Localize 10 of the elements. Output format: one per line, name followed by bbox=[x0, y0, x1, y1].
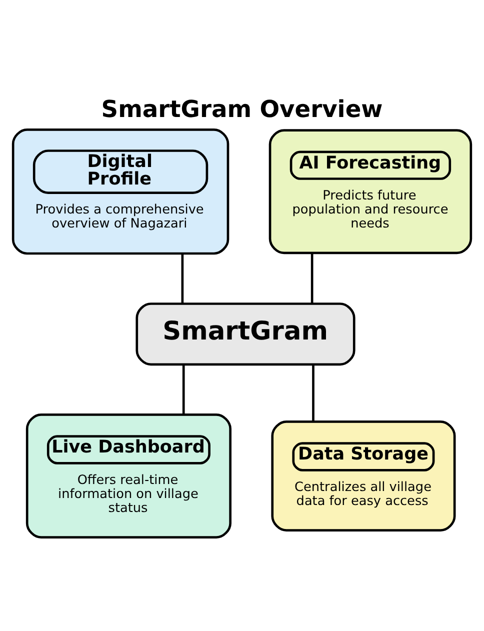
node-box: AI Forecasting Predicts future population and resource needs bbox=[268, 128, 472, 254]
node-box: SmartGram bbox=[136, 302, 356, 366]
connector bbox=[312, 364, 314, 422]
node-box: Data Storage Centralizes all village data for easy access bbox=[271, 420, 456, 531]
connector bbox=[310, 252, 314, 304]
connector bbox=[181, 253, 184, 303]
diagram-title: SmartGram Overview bbox=[101, 94, 383, 122]
node-box: Digital Profile Provides a comprehensive overview of Nagazari bbox=[12, 128, 230, 254]
connector bbox=[182, 364, 185, 414]
node-box: Live Dashboard Offers real-time information on village status bbox=[26, 413, 232, 538]
